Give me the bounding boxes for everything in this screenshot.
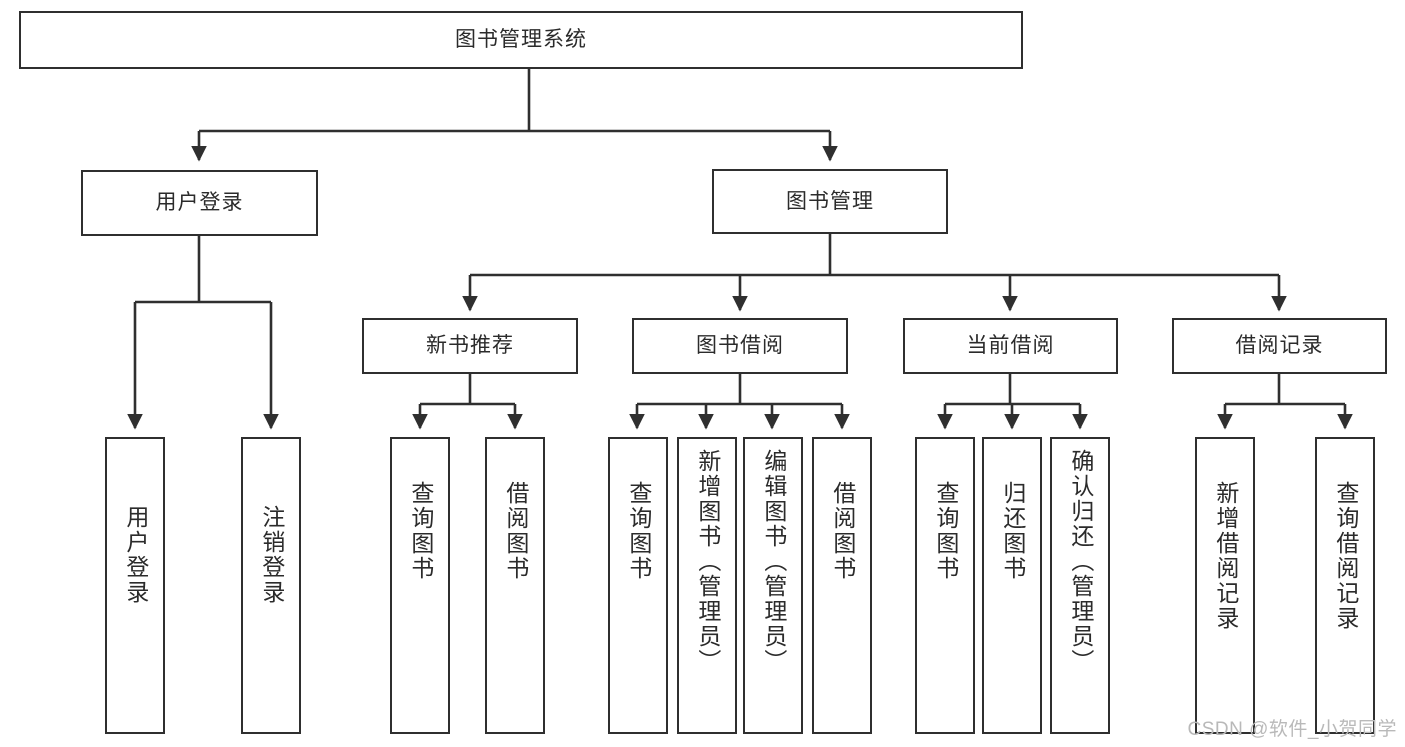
node-label: 查询图书 (407, 481, 434, 581)
node-new-book-recommend[interactable]: 新书推荐 (362, 318, 578, 374)
node-label: 借阅图书 (502, 481, 529, 581)
leaf-record-add-record[interactable]: 新增借阅记录 (1195, 437, 1255, 734)
node-label: 新书推荐 (426, 334, 514, 358)
leaf-user-login[interactable]: 用户登录 (105, 437, 165, 734)
node-label: 编辑图书（管理员） (760, 449, 787, 674)
leaf-borrow-edit-book-admin[interactable]: 编辑图书（管理员） (743, 437, 803, 734)
node-label: 归还图书 (999, 481, 1026, 581)
leaf-borrow-query-book[interactable]: 查询图书 (608, 437, 668, 734)
node-label: 确认归还（管理员） (1067, 449, 1094, 674)
leaf-borrow-borrow-book[interactable]: 借阅图书 (812, 437, 872, 734)
node-label: 新增图书（管理员） (694, 449, 721, 674)
node-label: 用户登录 (155, 191, 244, 215)
node-user-login[interactable]: 用户登录 (81, 170, 318, 236)
node-label: 查询借阅记录 (1332, 481, 1359, 631)
node-label: 查询图书 (625, 481, 652, 581)
node-book-management[interactable]: 图书管理 (712, 169, 948, 234)
node-book-borrow[interactable]: 图书借阅 (632, 318, 848, 374)
node-label: 借阅记录 (1235, 334, 1324, 358)
node-label: 用户登录 (122, 505, 149, 605)
node-label: 查询图书 (932, 481, 959, 581)
node-label: 图书借阅 (696, 334, 784, 358)
node-label: 图书管理系统 (455, 28, 587, 52)
leaf-borrow-add-book-admin[interactable]: 新增图书（管理员） (677, 437, 737, 734)
watermark: CSDN @软件_小贺同学 (1187, 719, 1397, 740)
leaf-current-confirm-return-admin[interactable]: 确认归还（管理员） (1050, 437, 1110, 734)
node-label: 当前借阅 (966, 334, 1055, 358)
node-label: 借阅图书 (829, 481, 856, 581)
node-label: 注销登录 (258, 505, 285, 605)
leaf-recommend-borrow-book[interactable]: 借阅图书 (485, 437, 545, 734)
leaf-record-query-record[interactable]: 查询借阅记录 (1315, 437, 1375, 734)
node-label: 图书管理 (786, 189, 874, 213)
leaf-current-return-book[interactable]: 归还图书 (982, 437, 1042, 734)
node-current-borrow[interactable]: 当前借阅 (903, 318, 1118, 374)
leaf-user-logout[interactable]: 注销登录 (241, 437, 301, 734)
leaf-recommend-query-book[interactable]: 查询图书 (390, 437, 450, 734)
node-borrow-record[interactable]: 借阅记录 (1172, 318, 1387, 374)
node-root-system[interactable]: 图书管理系统 (19, 11, 1023, 69)
node-label: 新增借阅记录 (1212, 481, 1239, 631)
leaf-current-query-book[interactable]: 查询图书 (915, 437, 975, 734)
